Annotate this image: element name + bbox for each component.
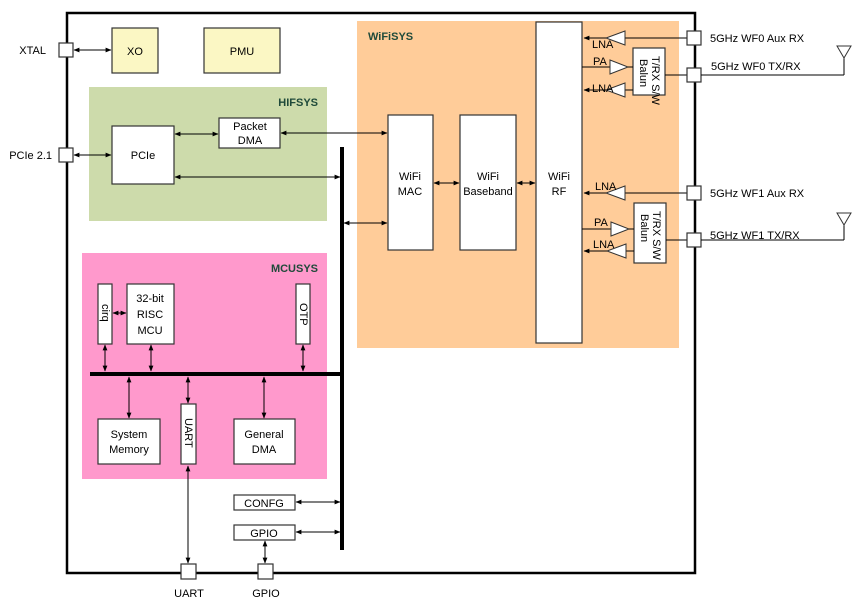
wifi-baseband-label-2: Baseband: [463, 186, 513, 198]
wf1-trx-label: 5GHz WF1 TX/RX: [710, 230, 800, 242]
rf-chain-wf1: LNA T/RX S/W Balun PA LNA: [582, 181, 687, 264]
chip-outline: [65, 11, 697, 575]
pa-label: PA: [593, 56, 608, 68]
lna-label: LNA: [595, 181, 617, 193]
uart-pin: [180, 563, 197, 580]
xtal-pin: [58, 42, 74, 58]
packet-dma-block: [218, 117, 281, 149]
uart-pin-label: UART: [174, 588, 204, 600]
wifi-mac-label-2: MAC: [398, 186, 423, 198]
pcie-pin: [58, 147, 74, 163]
pcie-pin-label: PCIe 2.1: [9, 150, 52, 162]
packet-dma-label-2: DMA: [238, 135, 263, 147]
xo-label: XO: [127, 46, 143, 58]
cirq-label: cirq: [99, 304, 111, 322]
lna-amp-icon: [605, 243, 627, 259]
rf-chain-wf0: LNA T/RX S/W Balun PA LNA: [582, 30, 687, 106]
xo-block: [111, 27, 159, 74]
system-memory-block: [97, 418, 161, 465]
packet-dma-label-1: Packet: [233, 121, 267, 133]
system-memory-label-1: System: [111, 429, 148, 441]
gpio-pin-label: GPIO: [252, 588, 280, 600]
lna-label: LNA: [592, 39, 614, 51]
wifi-rf-label-2: RF: [552, 186, 567, 198]
lna-amp-icon: [604, 30, 626, 46]
general-dma-label-1: General: [244, 429, 283, 441]
otp-label: OTP: [297, 303, 309, 326]
risc-mcu-label-3: MCU: [137, 325, 162, 337]
wf0-aux-rx-label: 5GHz WF0 Aux RX: [710, 33, 805, 45]
cirq-block: [97, 283, 113, 345]
risc-mcu-block: [126, 283, 175, 345]
switch-label-2: Balun: [637, 59, 649, 87]
pcie-label: PCIe: [131, 150, 155, 162]
mcusys-label: MCUSYS: [271, 263, 318, 275]
wf0-trx-pin: [686, 67, 702, 83]
pmu-label: PMU: [230, 46, 255, 58]
lna-amp-icon: [604, 82, 626, 98]
risc-mcu-label-2: RISC: [137, 309, 163, 321]
pcie-block: [111, 125, 175, 185]
wf1-aux-rx-label: 5GHz WF1 Aux RX: [710, 188, 805, 200]
lna-label: LNA: [592, 83, 614, 95]
xtal-pin-label: XTAL: [19, 45, 46, 57]
hifsys-label: HIFSYS: [278, 97, 318, 109]
gpio-pin: [257, 563, 274, 580]
confg-block: [233, 494, 296, 511]
wf1-trx-pin: [686, 232, 702, 248]
confg-label: CONFG: [244, 498, 284, 510]
wifi-rf-label-1: WiFi: [548, 171, 570, 183]
otp-block: [295, 283, 311, 345]
switch-label-2: Balun: [638, 214, 650, 242]
wifi-baseband-block: [459, 114, 517, 251]
wifi-mac-label-1: WiFi: [399, 171, 421, 183]
system-memory-label-2: Memory: [109, 444, 149, 456]
switch-label-1: T/RX S/W: [650, 211, 662, 261]
lna-amp-icon: [604, 185, 626, 201]
trx-switch-balun-block: [632, 47, 666, 96]
pmu-block: [203, 27, 281, 74]
wf0-trx-label: 5GHz WF0 TX/RX: [711, 61, 801, 73]
wf0-antenna-icon: [836, 45, 852, 59]
wifi-rf-block: [535, 21, 583, 344]
pa-amp-icon: [609, 59, 630, 75]
general-dma-block: [233, 418, 296, 465]
wf0-aux-rx-pin: [686, 30, 702, 46]
lna-label: LNA: [593, 239, 615, 251]
trx-switch-balun-block: [633, 202, 667, 264]
switch-label-1: T/RX S/W: [649, 56, 661, 106]
wf1-antenna-icon: [836, 212, 852, 226]
uart-block: [180, 403, 197, 465]
wifisys-label: WiFiSYS: [368, 31, 413, 43]
wifi-baseband-label-1: WiFi: [477, 171, 499, 183]
pa-label: PA: [594, 217, 609, 229]
uart-block-label: UART: [182, 418, 194, 448]
wf1-aux-rx-pin: [686, 185, 702, 201]
pa-amp-icon: [610, 221, 631, 237]
gpio-block-label: GPIO: [250, 528, 278, 540]
general-dma-label-2: DMA: [252, 444, 277, 456]
gpio-block: [233, 524, 296, 541]
wifi-mac-block: [387, 114, 434, 251]
risc-mcu-label-1: 32-bit: [136, 293, 164, 305]
